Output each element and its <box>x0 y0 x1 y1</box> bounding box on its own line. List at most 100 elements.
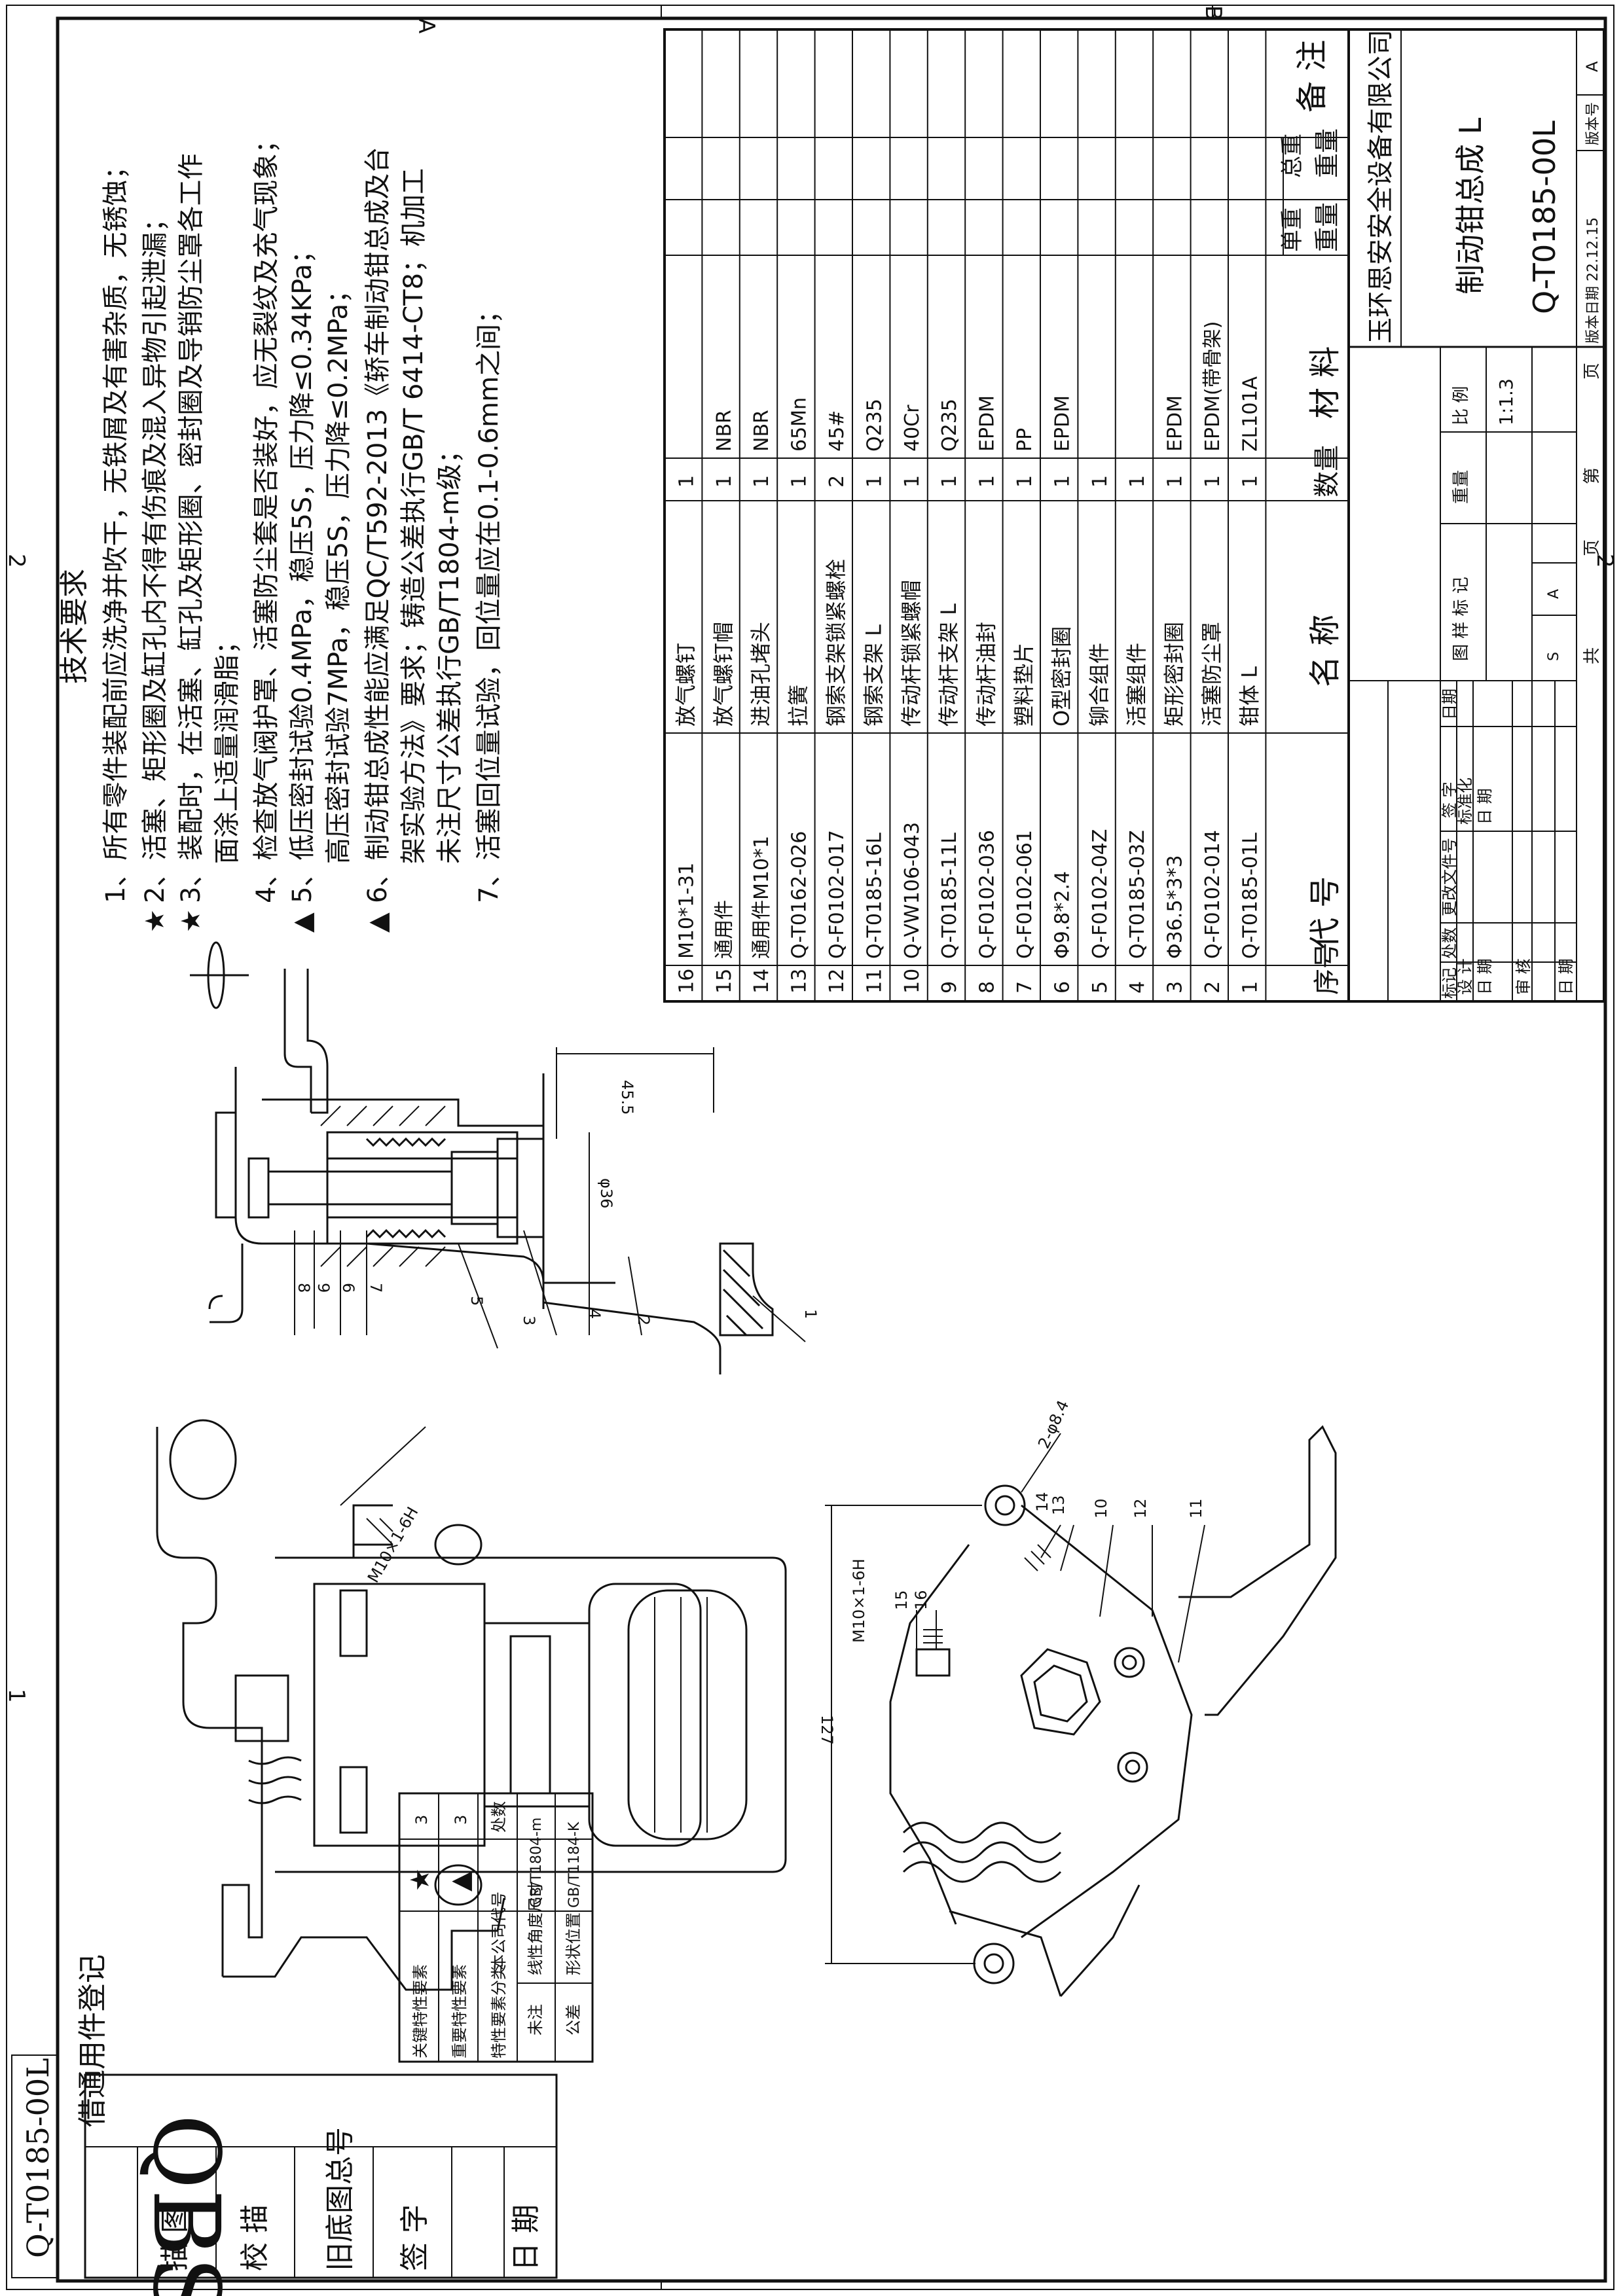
zone-label-b: B <box>1200 5 1226 20</box>
bom-cell-qty: 1 <box>1164 475 1187 488</box>
tech-requirements-lines: 1、所有零件装配前应洗净并吹干，无铁屑及有害杂质，无锈蚀；★2、活塞、矩形圈及缸… <box>101 128 504 933</box>
linear-tolerance-label: 线性角度尺寸 <box>526 1881 545 1975</box>
bom-cell-name: 活塞防尘罩 <box>1199 622 1224 726</box>
tech-line: 未注尺寸公差执行GB/T1804-m级； <box>435 437 465 864</box>
section-balloon: 8 <box>295 1283 313 1293</box>
bom-table: 16M10*1-31放气螺钉115通用件放气螺钉帽1NBR14通用件M10*1进… <box>663 28 1350 1003</box>
bom-cell-material: Q235 <box>863 399 886 452</box>
sidebar-oldno-label: 旧底图总号 <box>323 2127 357 2271</box>
sidebar-sign-label: 签 字 <box>398 2204 431 2271</box>
section-view <box>190 941 806 1374</box>
drawing-number: Q-T0185-00L <box>1527 120 1562 314</box>
bom-cell-seq: 2 <box>1201 981 1224 994</box>
rotated-drawing-number: Q-T0185-00L <box>20 2058 56 2258</box>
bom-cell-code: M10*1-31 <box>675 863 698 959</box>
sidebar-trace-label: 描 图 <box>158 2204 192 2271</box>
bom-cell-code: 通用件M10*1 <box>750 836 773 959</box>
tech-line: 架实验方法》要求；铸造公差执行GB/T 6414-CT8；机加工 <box>399 168 429 864</box>
lever-view <box>825 1425 1337 1997</box>
zone-label-2: 2 <box>3 554 29 568</box>
tech-line: 4、检查放气阀护罩、活塞防尘套是否装好，应无裂纹及充气现象； <box>251 128 282 903</box>
bom-header-weight-1: 重量 <box>1313 202 1341 252</box>
bom-cell-seq: 8 <box>976 981 999 994</box>
bom-cell-seq: 4 <box>1126 981 1149 994</box>
lever-balloon: 12 <box>1131 1498 1150 1518</box>
lever-balloon: 10 <box>1092 1498 1110 1518</box>
scale-value: 1:1.3 <box>1495 378 1517 425</box>
version-date: 22.12.15 <box>1585 217 1601 281</box>
bom-cell-qty: 1 <box>1239 475 1262 488</box>
bom-cell-name: 钳体 L <box>1237 666 1262 726</box>
bom-cell-code: Q-F0102-017 <box>826 830 848 959</box>
bom-cell-qty: 1 <box>901 475 924 488</box>
bom-cell-material: NBR <box>713 410 736 452</box>
bom-cell-qty: 1 <box>750 475 773 488</box>
bom-cell-seq: 1 <box>1239 981 1262 994</box>
bom-cell-name: 放气螺钉 <box>673 643 698 726</box>
bom-header-weight-2: 重量 <box>1313 128 1341 178</box>
bom-cell-code: Φ9.8*2.4 <box>1051 871 1074 959</box>
bom-cell-material: EPDM <box>1051 395 1074 452</box>
bom-cell-seq: 14 <box>750 969 773 994</box>
lever-balloon: 11 <box>1187 1498 1205 1518</box>
dim-phi-36: φ36 <box>597 1178 615 1208</box>
tech-line: 2、活塞、矩形圈及缸孔内不得有伤痕及混入异物引起泄漏； <box>140 206 170 903</box>
bom-cell-code: 通用件 <box>713 900 736 959</box>
lever-balloon: 15 <box>892 1590 911 1610</box>
form-tolerance-std: GB/T1184-K <box>566 1821 583 1908</box>
bom-cell-material: PP <box>1013 428 1036 452</box>
bom-cell-code: Q-VW106-043 <box>901 822 924 959</box>
role-review: 审 核 <box>1514 958 1533 995</box>
qbs-logo: QBS <box>132 2114 239 2296</box>
bom-cell-name: 钢索支架锁紧螺栓 <box>824 559 848 726</box>
bom-cell-seq: 3 <box>1164 981 1187 994</box>
bom-cell-name: 塑料垫片 <box>1012 643 1036 726</box>
rev-header-sign: 签 字 <box>1440 781 1459 818</box>
version-date-label: 版本日期 <box>1585 286 1601 344</box>
section-balloon: 3 <box>520 1316 538 1325</box>
bom-header-remark: 备 注 <box>1294 40 1330 113</box>
bom-cell-code: Q-T0185-03Z <box>1126 830 1149 959</box>
title-block: 玉环思安安全设备有限公司 制动钳总成 L Q-T0185-00L 版本日期 22… <box>1347 28 1605 1003</box>
tech-requirements-title: 技术要求 <box>58 569 91 684</box>
bom-cell-seq: 10 <box>901 969 924 994</box>
bom-cell-name: 传动杆支架 L <box>936 603 961 726</box>
bom-cell-material: 40Cr <box>901 404 924 452</box>
weight-label: 重量 <box>1451 470 1471 504</box>
tech-line: 7、活塞回位量试验，回位量应在0.1-0.6mm之间； <box>474 298 504 903</box>
bom-cell-code: Q-F0102-036 <box>976 830 999 959</box>
bom-cell-name: 铆合组件 <box>1087 643 1112 726</box>
total-label: 共 <box>1582 647 1602 664</box>
bom-cell-seq: 11 <box>863 969 886 994</box>
bom-cell-qty: 1 <box>713 475 736 488</box>
tech-line-mark: ★ <box>140 909 170 933</box>
bom-cell-material: EPDM(带骨架) <box>1201 321 1224 452</box>
technical-requirements: 技术要求 1、所有零件装配前应洗净并吹干，无铁屑及有害杂质，无锈蚀；★2、活塞、… <box>58 128 504 933</box>
key-feature-label: 关键特性要素 <box>411 1964 429 2058</box>
bom-cell-name: 传动杆锁紧螺帽 <box>899 580 924 726</box>
tolerance-label: 公差 <box>564 2004 583 2036</box>
sidebar-borrow-label: 借通用件登记 <box>76 1954 109 2127</box>
stage-s: S <box>1546 652 1562 661</box>
stage-a: A <box>1546 589 1562 599</box>
bom-cell-material: NBR <box>750 410 773 452</box>
bom-cell-material: EPDM <box>1164 395 1187 452</box>
linear-tolerance-std: GB/T1804-m <box>528 1818 545 1908</box>
sidebar-date-label: 日 期 <box>509 2204 543 2271</box>
outer-frame <box>6 5 1614 2290</box>
section-balloon: 1 <box>801 1309 820 1319</box>
bom-cell-material: ZL101A <box>1239 376 1262 452</box>
role-date-1: 日 期 <box>1476 958 1494 995</box>
sidebar-signoff: 借通用件登记 描 图 校 描 旧底图总号 签 字 日 期 <box>76 1954 558 2279</box>
zone-label-a: A <box>413 18 439 33</box>
bom-cell-qty: 2 <box>826 475 848 488</box>
bom-cell-seq: 9 <box>938 981 961 994</box>
feature-class-label: 特性要素分类 <box>490 1964 508 2058</box>
sidebar-check-label: 校 描 <box>238 2204 272 2271</box>
dim-thread-b: M10×1-6H <box>850 1558 868 1643</box>
rev-header-mark: 标记 <box>1440 967 1459 999</box>
